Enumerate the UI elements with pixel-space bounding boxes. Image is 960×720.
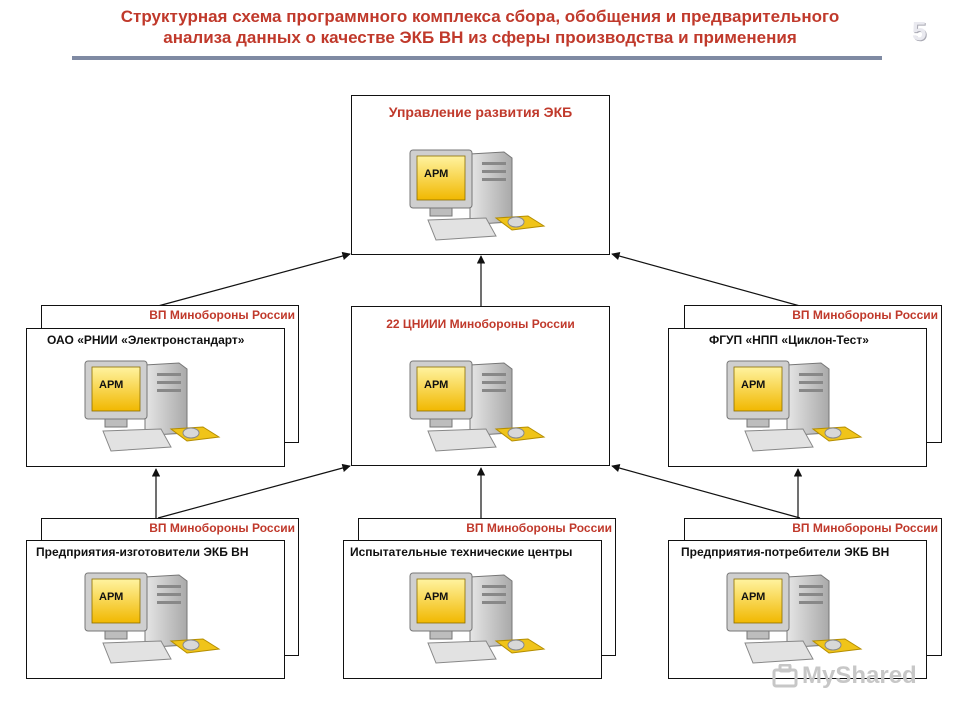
arm-label: АРМ xyxy=(99,379,124,391)
arm-label: АРМ xyxy=(741,379,766,391)
slide-title-line-1: Структурная схема программного комплекса… xyxy=(120,7,840,26)
workstation-icon xyxy=(408,148,548,248)
workstation-icon xyxy=(408,571,548,671)
node-mid-right-back-label: ВП Минобороны России xyxy=(792,308,938,322)
arm-label: АРМ xyxy=(424,591,449,603)
node-bottom-right-back-label: ВП Минобороны России xyxy=(792,521,938,535)
arrow-br-to-center xyxy=(611,463,801,519)
arrow-bl-to-center xyxy=(157,463,351,519)
title-underline xyxy=(72,56,882,60)
node-bottom-right-title: Предприятия-потребители ЭКБ ВН xyxy=(681,545,890,559)
workstation-icon xyxy=(408,359,548,459)
node-bottom-center-back-label: ВП Минобороны России xyxy=(466,521,612,535)
node-mid-right-title: ФГУП «НПП «Циклон-Тест» xyxy=(709,333,869,347)
node-mid-left: ОАО «РНИИ «Электронстандарт» АРМ xyxy=(26,328,285,467)
arrow-left-to-top xyxy=(157,251,351,307)
watermark-text: MyShared xyxy=(802,662,917,689)
arm-label: АРМ xyxy=(99,591,124,603)
node-mid-left-back-label: ВП Минобороны России xyxy=(149,308,295,322)
node-bottom-center-title: Испытательные технические центры xyxy=(350,545,573,559)
arrow-right-to-top xyxy=(611,251,801,307)
arm-label: АРМ xyxy=(741,591,766,603)
workstation-icon xyxy=(725,359,865,459)
node-bottom-left-title: Предприятия-изготовители ЭКБ ВН xyxy=(36,545,249,559)
slide-number: 5 xyxy=(912,16,927,46)
slide-title: Структурная схема программного комплекса… xyxy=(60,6,900,48)
arm-label: АРМ xyxy=(424,379,449,391)
node-mid-left-title: ОАО «РНИИ «Электронстандарт» xyxy=(47,333,245,347)
slide-title-line-2: анализа данных о качестве ЭКБ ВН из сфер… xyxy=(163,28,797,47)
workstation-icon xyxy=(83,571,223,671)
workstation-icon xyxy=(83,359,223,459)
node-bottom-left: Предприятия-изготовители ЭКБ ВН АРМ xyxy=(26,540,285,679)
node-mid-center: 22 ЦНИИИ Минобороны России АРМ xyxy=(351,306,610,466)
node-top-title: Управление развития ЭКБ xyxy=(388,104,573,120)
node-top: Управление развития ЭКБ АРМ xyxy=(351,95,610,255)
node-bottom-right: Предприятия-потребители ЭКБ ВН АРМ xyxy=(668,540,927,679)
workstation-icon xyxy=(725,571,865,671)
node-bottom-left-back-label: ВП Минобороны России xyxy=(149,521,295,535)
node-mid-center-title: 22 ЦНИИИ Минобороны России xyxy=(386,317,575,331)
arm-label: АРМ xyxy=(424,168,449,180)
myshared-logo-icon xyxy=(772,664,798,688)
node-mid-right: ФГУП «НПП «Циклон-Тест» АРМ xyxy=(668,328,927,467)
node-bottom-center: Испытательные технические центры АРМ xyxy=(343,540,602,679)
